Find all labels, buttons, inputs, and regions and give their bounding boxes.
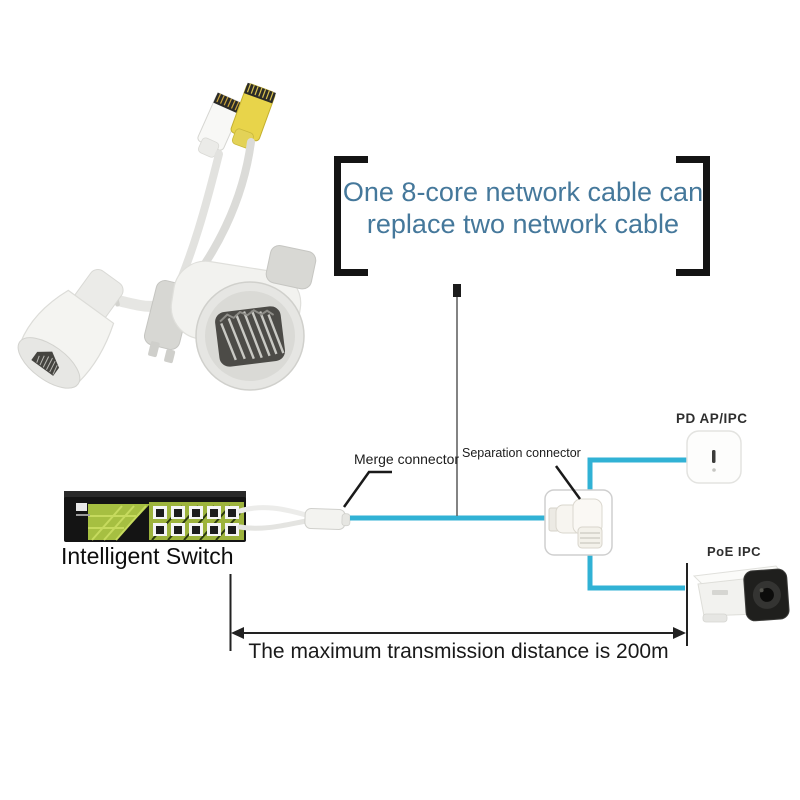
network-switch-image — [64, 491, 246, 542]
drop-line-cap — [453, 284, 461, 297]
headline-bracket-right — [676, 156, 710, 276]
headline-text: One 8-core network cable can replace two… — [340, 176, 706, 240]
headline-line-2: replace two network cable — [366, 209, 680, 239]
intelligent-switch-label: Intelligent Switch — [61, 543, 234, 569]
elbow-coupler-icon — [548, 498, 603, 549]
poe-device-label: PoE IPC — [707, 544, 762, 559]
rj45-plug-yellow-icon — [230, 82, 276, 149]
pigtail-cable-1 — [237, 505, 309, 518]
headline-bracket-left — [334, 156, 368, 276]
distance-arrow — [229, 563, 688, 651]
merge-connector-image — [304, 508, 351, 530]
pigtail-cable-2 — [237, 518, 309, 531]
separation-connector-image — [544, 489, 613, 556]
pd-device-label: PD AP/IPC — [676, 411, 748, 426]
tee-adapter — [143, 245, 317, 391]
pointer-line-merge — [342, 470, 392, 508]
separation-connector-label: Separation connector — [462, 446, 581, 460]
splitter-cable-photo — [17, 82, 317, 391]
pointer-line-separation — [554, 465, 582, 500]
round-female-connector — [17, 269, 124, 389]
rj45-plug-white-icon — [197, 92, 244, 158]
poe-camera-image — [692, 565, 790, 623]
headline-line-1: One 8-core network cable can — [342, 177, 704, 207]
merge-connector-label: Merge connector — [354, 451, 460, 467]
pd-ap-device-image — [686, 430, 742, 484]
switch-ports — [153, 506, 239, 536]
distance-label: The maximum transmission distance is 200… — [248, 640, 669, 663]
